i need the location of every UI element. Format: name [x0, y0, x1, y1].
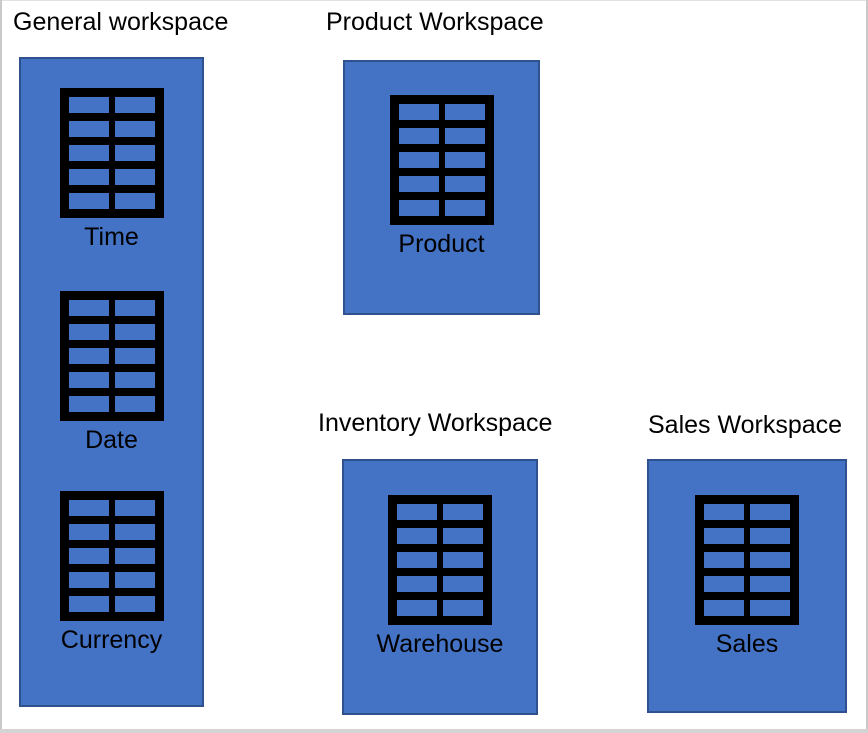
table-icon	[388, 495, 492, 625]
workspace-rect-sales: Sales	[647, 459, 847, 713]
workspace-title-inventory: Inventory Workspace	[318, 409, 553, 437]
table-item-date: Date	[21, 291, 202, 454]
table-label: Product	[398, 230, 485, 258]
workspace-rect-product: Product	[343, 60, 540, 315]
frame-left-edge	[0, 0, 2, 733]
table-label: Warehouse	[376, 630, 504, 658]
table-label: Date	[85, 426, 138, 454]
table-label: Time	[84, 223, 139, 251]
table-item-time: Time	[21, 88, 202, 251]
frame-right-edge	[866, 0, 868, 733]
workspace-title-product: Product Workspace	[326, 8, 544, 36]
table-icon	[695, 495, 799, 625]
workspace-rect-inventory: Warehouse	[342, 459, 538, 715]
table-icon	[59, 291, 164, 421]
table-item-sales: Sales	[649, 495, 845, 658]
table-item-warehouse: Warehouse	[344, 495, 536, 658]
table-icon	[389, 95, 494, 225]
table-label: Sales	[715, 630, 779, 658]
workspace-title-general: General workspace	[13, 8, 229, 36]
workspace-rect-general: Time Date Currency	[19, 57, 204, 707]
table-label: Currency	[60, 626, 163, 654]
table-item-product: Product	[345, 95, 538, 258]
frame-bottom-edge	[0, 729, 868, 733]
table-icon	[59, 491, 164, 621]
workspace-title-sales: Sales Workspace	[648, 411, 843, 439]
table-item-currency: Currency	[21, 491, 202, 654]
frame-top-edge	[0, 0, 868, 1]
table-icon	[59, 88, 164, 218]
